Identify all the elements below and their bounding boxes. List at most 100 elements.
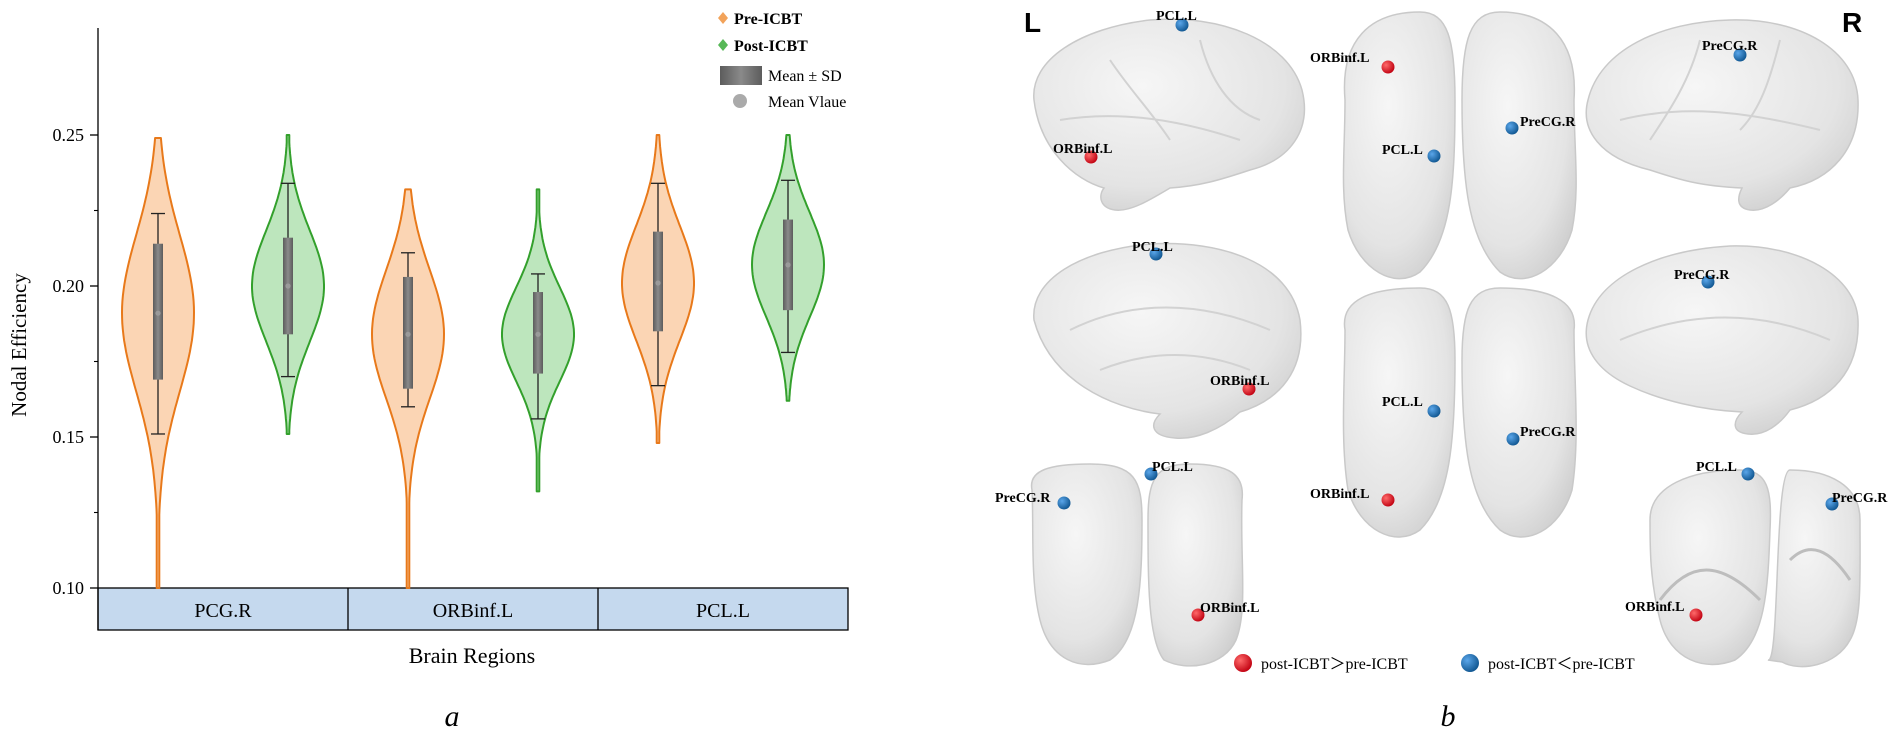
node-marker	[1427, 404, 1441, 418]
node-label: PreCG.R	[995, 491, 1051, 506]
node-precg-r: PreCG.R	[1505, 115, 1576, 135]
node-marker	[1381, 493, 1395, 507]
violin-post-0	[251, 134, 325, 435]
mean-point	[785, 262, 791, 268]
node-pcl-l: PCL.L	[1696, 460, 1755, 481]
x-tick-label: PCL.L	[696, 600, 750, 622]
node-marker	[1825, 497, 1839, 511]
node-orbinf-l: ORBinf.L	[1625, 600, 1703, 622]
legend-label-post: Post-ICBT	[734, 38, 808, 55]
node-label: PreCG.R	[1520, 425, 1576, 440]
node-precg-r: PreCG.R	[1506, 425, 1576, 446]
mean-point	[405, 331, 411, 337]
brain-back	[1649, 469, 1861, 668]
node-pcl-l: PCL.L	[1382, 143, 1441, 163]
brain-nodes: PCL.L ORBinf.L ORBinf.L PreCG.R PCL.L PreCG.R…	[995, 9, 1888, 622]
node-orbinf-l: ORBinf.L	[1191, 601, 1260, 622]
node-marker	[1427, 149, 1441, 163]
node-marker	[1175, 18, 1189, 32]
x-tick-label: PCG.R	[194, 600, 252, 622]
violin-post-1	[501, 188, 575, 493]
violin-post-2	[751, 134, 825, 402]
node-marker	[1242, 382, 1256, 396]
legend-marker-pre	[718, 12, 728, 24]
node-orbinf-l: ORBinf.L	[1053, 142, 1113, 164]
node-label: ORBinf.L	[1310, 51, 1370, 66]
node-label: PCL.L	[1152, 460, 1193, 475]
node-precg-r: PreCG.R	[1702, 39, 1758, 62]
node-pcl-l: PCL.L	[1132, 240, 1173, 261]
brain-lateral-right	[1585, 19, 1859, 211]
y-tick-label: 0.25	[53, 125, 85, 145]
node-marker	[1149, 247, 1163, 261]
category-band-bg	[97, 587, 849, 631]
legend-label-mean-sd: Mean ± SD	[768, 68, 842, 85]
x-tick-label: ORBinf.L	[433, 600, 514, 622]
y-tick-label: 0.15	[53, 427, 85, 447]
mean-point	[155, 310, 161, 316]
node-precg-r: PreCG.R	[1674, 268, 1730, 289]
violin-pre-0	[121, 137, 195, 589]
node-marker	[1381, 60, 1395, 74]
legend: Pre-ICBT Post-ICBT Mean ± SD Mean Vlaue	[718, 11, 846, 111]
node-pcl-l: PCL.L	[1156, 9, 1197, 32]
node-label: PCL.L	[1696, 460, 1737, 475]
y-tick-label: 0.20	[53, 276, 85, 296]
node-label: PCL.L	[1382, 395, 1423, 410]
legend-label-increase: post-ICBT＞pre-ICBT	[1261, 656, 1408, 673]
panel-label-b: b	[1441, 700, 1456, 733]
node-marker	[1057, 496, 1071, 510]
node-label: PreCG.R	[1674, 268, 1730, 283]
node-precg-r: PreCG.R	[1825, 491, 1888, 511]
brain-front	[1030, 463, 1244, 667]
legend-marker-post	[718, 39, 728, 51]
node-marker	[1505, 121, 1519, 135]
node-precg-r: PreCG.R	[995, 491, 1071, 510]
node-label: PCL.L	[1132, 240, 1173, 255]
corner-label-left: L	[1024, 7, 1041, 38]
brain-top	[1342, 11, 1577, 280]
node-pcl-l: PCL.L	[1144, 460, 1193, 481]
legend-label-pre: Pre-ICBT	[734, 11, 802, 28]
mean-point	[535, 331, 541, 337]
node-orbinf-l: ORBinf.L	[1310, 51, 1395, 74]
legend-b: post-ICBT＞pre-ICBT post-ICBT＜pre-ICBT	[1234, 654, 1635, 673]
x-axis-label: Brain Regions	[409, 643, 536, 668]
violin-pre-2	[621, 134, 695, 445]
corner-label-right: R	[1842, 7, 1862, 38]
node-marker	[1689, 608, 1703, 622]
category-band: PCG.R ORBinf.L PCL.L	[97, 587, 849, 631]
legend-label-mean-value: Mean Vlaue	[768, 94, 846, 111]
brain-medial-right	[1585, 245, 1859, 435]
violins	[121, 134, 825, 589]
node-label: PreCG.R	[1520, 115, 1576, 130]
node-label: ORBinf.L	[1200, 601, 1260, 616]
node-label: PreCG.R	[1832, 491, 1888, 506]
y-axis-ticks: 0.10 0.15 0.20 0.25	[53, 125, 98, 598]
legend-marker-mean-value	[733, 94, 747, 108]
legend-marker-decrease	[1461, 654, 1479, 672]
legend-marker-mean-sd	[720, 66, 762, 85]
legend-marker-increase	[1234, 654, 1252, 672]
node-label: ORBinf.L	[1053, 142, 1113, 157]
node-pcl-l: PCL.L	[1382, 395, 1441, 418]
node-marker	[1741, 467, 1755, 481]
mean-point	[285, 283, 291, 289]
node-label: PCL.L	[1382, 143, 1423, 158]
brain-lateral-left	[1033, 18, 1306, 211]
node-marker	[1084, 150, 1098, 164]
node-label: ORBinf.L	[1625, 600, 1685, 615]
node-label: PreCG.R	[1702, 39, 1758, 54]
node-label: PCL.L	[1156, 9, 1197, 24]
node-marker	[1506, 432, 1520, 446]
node-orbinf-l: ORBinf.L	[1210, 374, 1270, 396]
node-label: ORBinf.L	[1210, 374, 1270, 389]
brain-medial-left	[1033, 242, 1302, 439]
node-label: ORBinf.L	[1310, 487, 1370, 502]
brain-bottom	[1342, 287, 1577, 538]
violin-pre-1	[371, 188, 445, 589]
node-marker	[1191, 608, 1205, 622]
y-tick-label: 0.10	[53, 578, 85, 598]
